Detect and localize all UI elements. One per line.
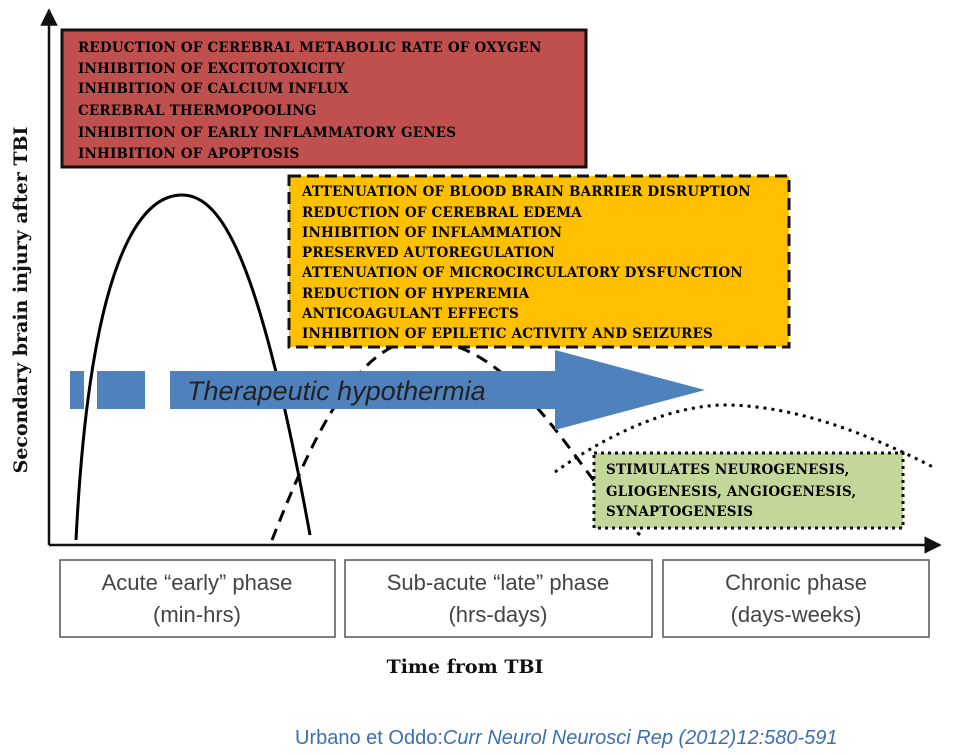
x-axis-label: Time from TBI (387, 656, 544, 678)
early-item: INHIBITION OF EARLY INFLAMMATORY GENES (78, 125, 456, 141)
late-item: REDUCTION OF CEREBRAL EDEMA (302, 205, 582, 221)
arrow-dash-2 (97, 371, 145, 409)
chronic-item: SYNAPTOGENESIS (606, 504, 753, 520)
early-item: CEREBRAL THERMOPOOLING (78, 103, 317, 119)
chronic-item: GLIOGENESIS, ANGIOGENESIS, (606, 484, 856, 500)
phase-acute-title: Acute “early” phase (102, 570, 293, 595)
phase-acute-duration: (min-hrs) (153, 602, 241, 627)
late-item: ATTENUATION OF BLOOD BRAIN BARRIER DISRU… (301, 184, 751, 200)
phase-subacute: Sub-acute “late” phase (hrs-days) (344, 559, 653, 638)
early-item: INHIBITION OF EXCITOTOXICITY (78, 61, 345, 77)
citation: Urbano et Oddo:Curr Neurol Neurosci Rep … (295, 727, 838, 750)
arrow-body (170, 350, 705, 430)
y-axis-label: Secondary brain injury after TBI (10, 126, 32, 473)
therapeutic-hypothermia-arrow: Therapeutic hypothermia (70, 350, 705, 430)
chronic-item: STIMULATES NEUROGENESIS, (606, 462, 850, 478)
citation-journal: Curr Neurol Neurosci Rep (2012)12:580-59… (442, 727, 838, 749)
early-item: REDUCTION OF CEREBRAL METABOLIC RATE OF … (78, 40, 542, 56)
late-item: ANTICOAGULANT EFFECTS (301, 306, 519, 322)
late-item: REDUCTION OF HYPEREMIA (302, 286, 530, 302)
chronic-recovery-curve (554, 403, 936, 474)
chronic-phase-box: STIMULATES NEUROGENESIS, GLIOGENESIS, AN… (592, 451, 905, 530)
arrow-label: Therapeutic hypothermia (187, 376, 486, 406)
late-item: ATTENUATION OF MICROCIRCULATORY DYSFUNCT… (301, 265, 743, 281)
phase-chronic-duration: (days-weeks) (731, 602, 862, 627)
early-item: INHIBITION OF APOPTOSIS (78, 146, 299, 162)
phase-subacute-duration: (hrs-days) (448, 602, 547, 627)
early-phase-box: REDUCTION OF CEREBRAL METABOLIC RATE OF … (60, 28, 588, 169)
late-item: INHIBITION OF INFLAMMATION (302, 225, 562, 241)
arrow-dash-1 (70, 371, 84, 409)
citation-authors: Urbano et Oddo: (295, 727, 443, 749)
late-phase-box: ATTENUATION OF BLOOD BRAIN BARRIER DISRU… (287, 174, 791, 349)
phase-chronic: Chronic phase (days-weeks) (662, 559, 930, 638)
late-item: INHIBITION OF EPILETIC ACTIVITY AND SEIZ… (302, 326, 713, 342)
early-item: INHIBITION OF CALCIUM INFLUX (78, 81, 349, 97)
phase-subacute-title: Sub-acute “late” phase (387, 570, 610, 595)
phase-acute: Acute “early” phase (min-hrs) (59, 559, 336, 638)
phase-chronic-title: Chronic phase (725, 570, 867, 595)
early-injury-curve (74, 193, 312, 541)
late-item: PRESERVED AUTOREGULATION (302, 245, 555, 261)
